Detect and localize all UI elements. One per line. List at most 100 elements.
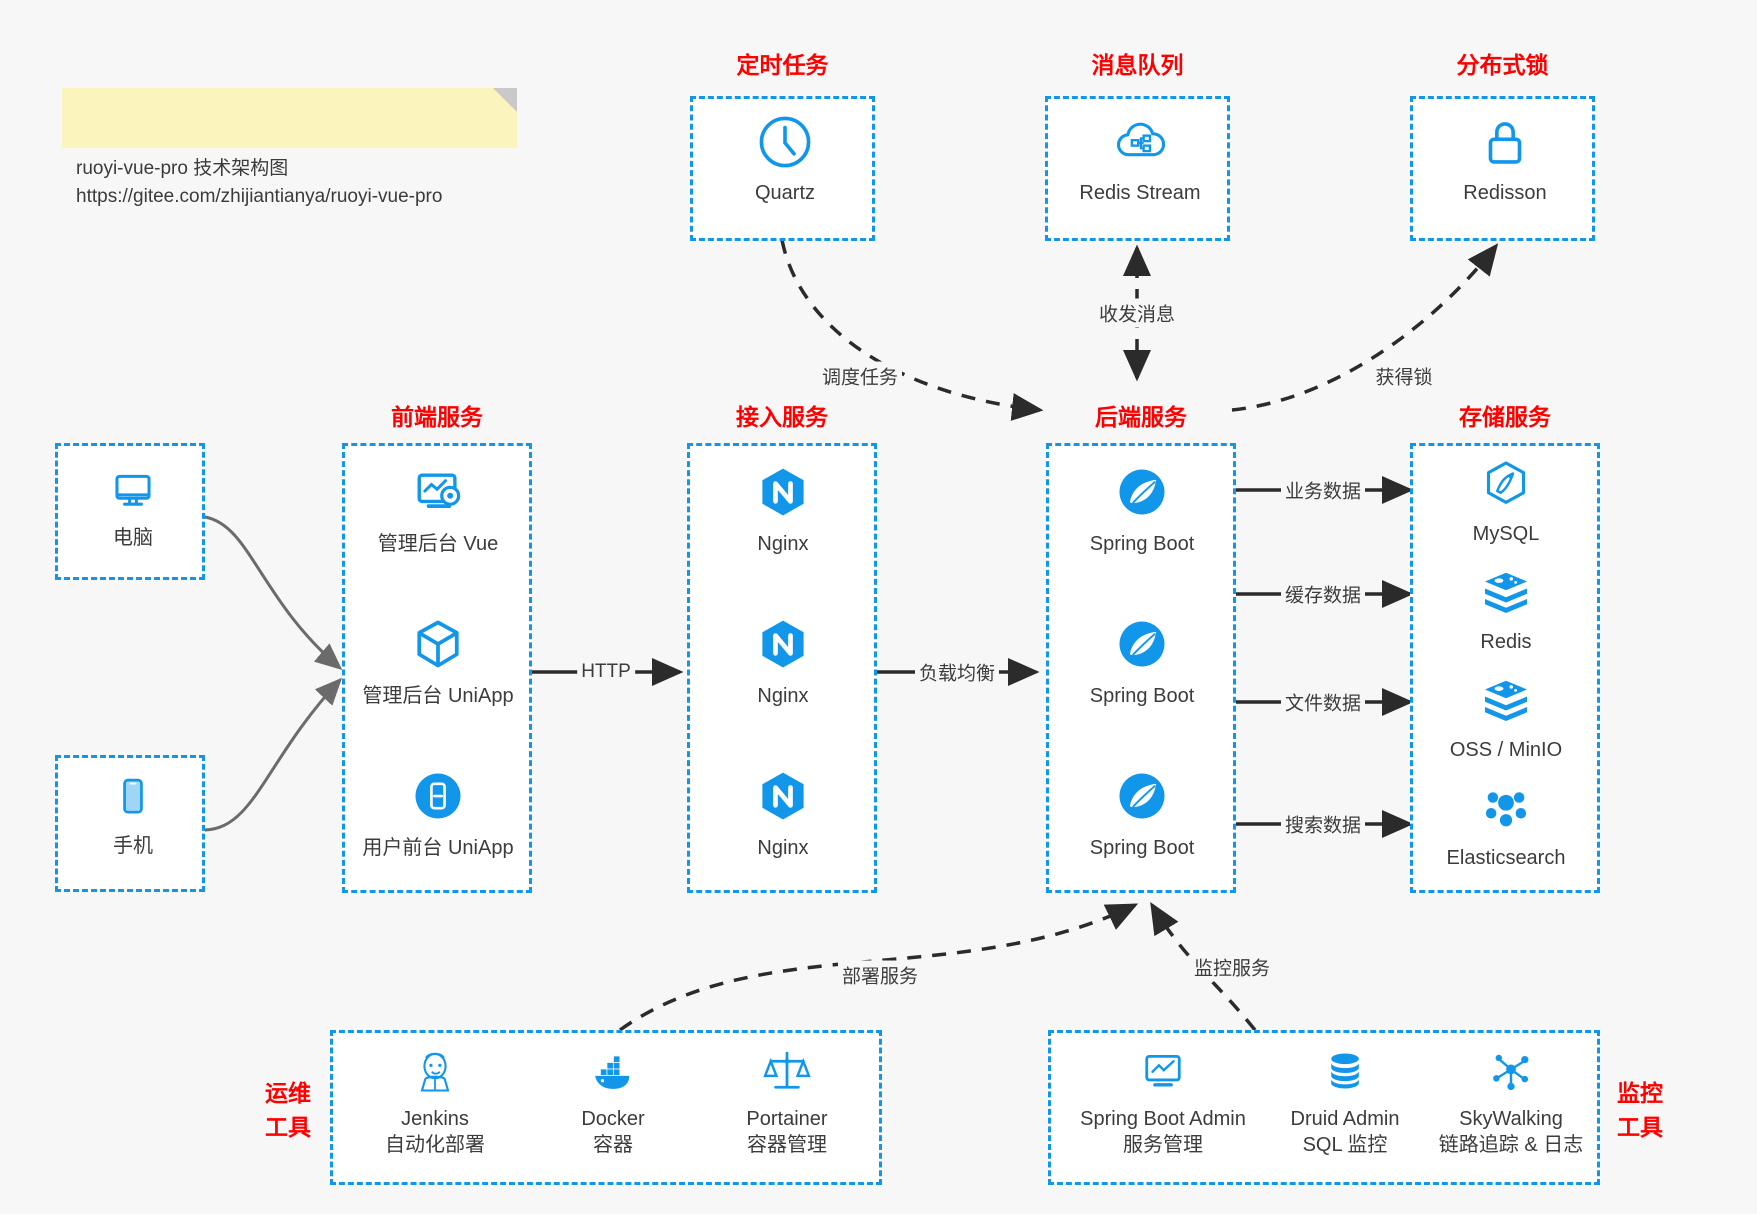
node-label: 电脑: [113, 527, 153, 549]
node-label: MySQL: [1472, 523, 1540, 545]
node-label: SkyWalking: [1459, 1108, 1563, 1130]
edge-label-cache-data: 缓存数据: [1280, 579, 1366, 609]
node-label: Spring Boot Admin: [1080, 1108, 1246, 1130]
node-sublabel: 链路追踪 & 日志: [1438, 1134, 1584, 1156]
node-spring-boot-1[interactable]: Spring Boot: [1062, 462, 1222, 557]
cloud-stream-icon: [1060, 113, 1220, 176]
group-title-message-queue: 消息队列: [1091, 52, 1184, 78]
node-label: Redis Stream: [1079, 182, 1201, 204]
node-label: 管理后台 Vue: [377, 533, 499, 555]
note-fold-corner: [493, 88, 517, 112]
node-docker[interactable]: Docker 容器: [533, 1045, 693, 1158]
group-title-distributed-lock: 分布式锁: [1456, 52, 1549, 78]
group-box-scheduled-task: Quartz: [690, 96, 875, 241]
group-box-frontend: 管理后台 Vue 管理后台 UniApp 用户前台 UniApp: [342, 443, 532, 893]
node-desktop[interactable]: 电脑: [53, 462, 213, 551]
edge-label-schedule-task: 调度任务: [817, 361, 903, 391]
group-box-client-desktop: 电脑: [55, 443, 205, 580]
node-sublabel: 服务管理: [1123, 1134, 1203, 1156]
group-box-backend: Spring Boot Spring Boot Spring Boot: [1046, 443, 1236, 893]
node-nginx-1[interactable]: Nginx: [703, 462, 863, 557]
edge-label-send-receive-message: 收发消息: [1094, 298, 1180, 328]
node-label: Nginx: [757, 685, 809, 707]
network-nodes-icon: [1421, 1045, 1601, 1102]
edge-label-http: HTTP: [577, 660, 635, 684]
node-skywalking[interactable]: SkyWalking 链路追踪 & 日志: [1421, 1045, 1601, 1158]
nginx-icon: [703, 614, 863, 679]
group-title-frontend: 前端服务: [391, 404, 483, 430]
dashboard-icon: [358, 462, 518, 527]
node-jenkins[interactable]: Jenkins 自动化部署: [355, 1045, 515, 1158]
node-druid-admin[interactable]: Druid Admin SQL 监控: [1265, 1045, 1425, 1158]
group-box-monitoring: Spring Boot Admin 服务管理 Druid Admin SQL 监…: [1048, 1030, 1600, 1185]
node-label: Nginx: [757, 837, 809, 859]
edge-label-deploy-service: 部署服务: [837, 960, 923, 990]
node-portainer[interactable]: Portainer 容器管理: [707, 1045, 867, 1158]
node-quartz[interactable]: Quartz: [705, 113, 865, 206]
clock-icon: [705, 113, 865, 176]
node-redisson[interactable]: Redisson: [1425, 113, 1585, 206]
node-spring-boot-2[interactable]: Spring Boot: [1062, 614, 1222, 709]
node-user-uniapp[interactable]: 用户前台 UniApp: [358, 766, 518, 861]
architecture-note: ruoyi-vue-pro 技术架构图 https://gitee.com/zh…: [62, 88, 517, 207]
group-box-storage: MySQL Redis: [1410, 443, 1600, 893]
node-label: Nginx: [757, 533, 809, 555]
node-sublabel: 自动化部署: [385, 1134, 485, 1156]
node-label: 手机: [113, 835, 153, 857]
edge-label-file-data: 文件数据: [1280, 687, 1366, 717]
node-sublabel: SQL 监控: [1302, 1134, 1388, 1156]
group-title-storage: 存储服务: [1459, 404, 1551, 430]
group-box-devops: Jenkins 自动化部署 Docker 容器: [330, 1030, 882, 1185]
group-title-backend: 后端服务: [1095, 404, 1187, 430]
cube-icon: [358, 614, 518, 679]
node-redis-stream[interactable]: Redis Stream: [1060, 113, 1220, 206]
node-nginx-2[interactable]: Nginx: [703, 614, 863, 709]
edge-label-search-data: 搜索数据: [1280, 809, 1366, 839]
group-title-gateway: 接入服务: [736, 404, 828, 430]
node-label: Spring Boot: [1089, 837, 1195, 859]
node-label: Redis: [1480, 631, 1532, 653]
group-box-message-queue: Redis Stream: [1045, 96, 1230, 241]
node-label: Spring Boot: [1089, 533, 1195, 555]
edge-label-load-balance: 负载均衡: [914, 657, 1000, 687]
node-label: Elasticsearch: [1446, 847, 1566, 869]
edge-label-acquire-lock: 获得锁: [1371, 361, 1437, 391]
phone-app-icon: [358, 766, 518, 831]
monitor-chart-icon: [1063, 1045, 1263, 1102]
node-label: 管理后台 UniApp: [362, 685, 514, 707]
group-box-gateway: Nginx Nginx Nginx: [687, 443, 877, 893]
node-mysql[interactable]: MySQL: [1426, 456, 1586, 547]
elasticsearch-icon: [1426, 780, 1586, 841]
node-nginx-3[interactable]: Nginx: [703, 766, 863, 861]
node-label: 用户前台 UniApp: [362, 837, 514, 859]
edge-label-business-data: 业务数据: [1280, 475, 1366, 505]
node-sublabel: 容器管理: [747, 1134, 827, 1156]
node-admin-vue[interactable]: 管理后台 Vue: [358, 462, 518, 557]
nginx-icon: [703, 766, 863, 831]
node-redis[interactable]: Redis: [1426, 564, 1586, 655]
node-admin-uniapp[interactable]: 管理后台 UniApp: [358, 614, 518, 709]
note-text: ruoyi-vue-pro 技术架构图 https://gitee.com/zh…: [76, 158, 443, 207]
group-title-devops-line1: 运维: [265, 1080, 311, 1106]
spring-boot-icon: [1062, 462, 1222, 527]
node-elasticsearch[interactable]: Elasticsearch: [1426, 780, 1586, 871]
node-label: Quartz: [754, 182, 816, 204]
node-sublabel: 容器: [593, 1134, 633, 1156]
node-label: Druid Admin: [1290, 1108, 1400, 1130]
edge-label-monitor-service: 监控服务: [1189, 952, 1275, 982]
lock-icon: [1425, 113, 1585, 176]
node-spring-boot-admin[interactable]: Spring Boot Admin 服务管理: [1063, 1045, 1263, 1158]
scales-icon: [707, 1045, 867, 1102]
node-mobile[interactable]: 手机: [53, 770, 213, 859]
redis-icon: [1426, 672, 1586, 733]
group-title-devops-line2: 工具: [265, 1114, 311, 1140]
docker-icon: [533, 1045, 693, 1102]
group-box-client-mobile: 手机: [55, 755, 205, 892]
node-spring-boot-3[interactable]: Spring Boot: [1062, 766, 1222, 861]
node-oss-minio[interactable]: OSS / MinIO: [1426, 672, 1586, 763]
group-title-scheduled-task: 定时任务: [736, 52, 829, 78]
mysql-icon: [1426, 456, 1586, 517]
node-label: Docker: [581, 1108, 645, 1130]
jenkins-icon: [355, 1045, 515, 1102]
